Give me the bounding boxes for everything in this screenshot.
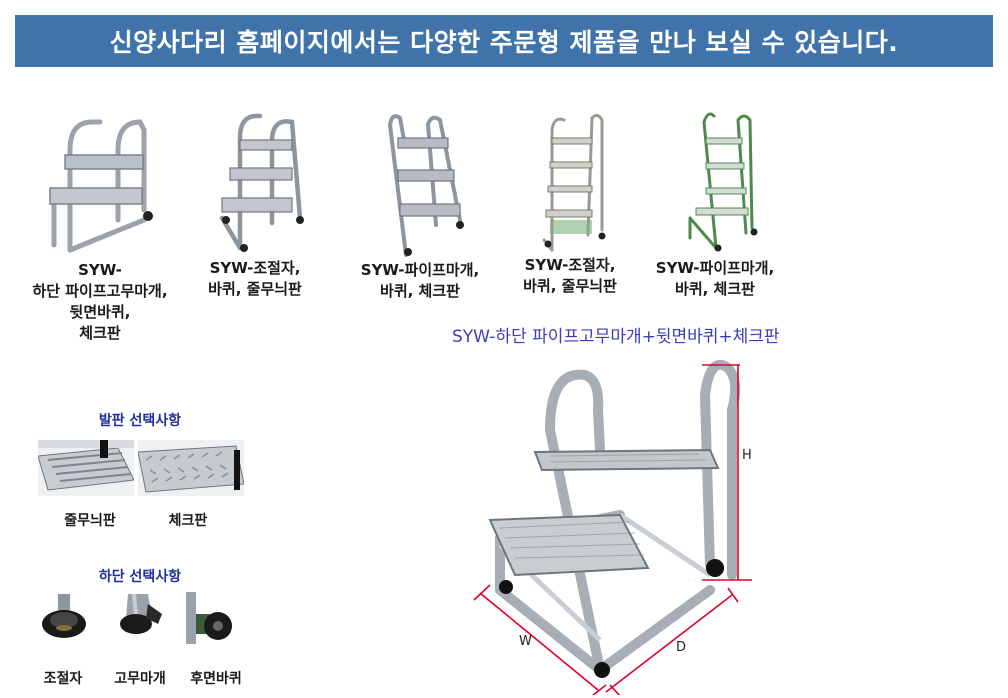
caption-line: SYW-조절자, — [209, 259, 301, 277]
main-product-title: SYW-하단 파이프고무마개+뒷면바퀴+체크판 — [452, 327, 780, 347]
dimension-height-label: H — [742, 448, 752, 463]
product-caption-1: SYW- 하단 파이프고무마개, 뒷면바퀴, 체크판 — [20, 260, 180, 344]
header-banner: 신양사다리 홈페이지에서는 다양한 주문형 제품을 만나 보실 수 있습니다. — [15, 15, 993, 67]
caption-line: 바퀴, 줄무늬판 — [523, 277, 617, 295]
product-card-2[interactable]: SYW-조절자, 바퀴, 줄무늬판 — [190, 108, 320, 300]
bottom-option-rubber-cap-label: 고무마개 — [114, 671, 166, 687]
product-caption-2: SYW-조절자, 바퀴, 줄무늬판 — [190, 258, 320, 300]
bottom-option-adjuster-label: 조절자 — [43, 671, 83, 687]
caption-line: 체크판 — [79, 324, 121, 342]
bottom-option-adjuster-image[interactable] — [38, 594, 90, 646]
product-image-1 — [49, 119, 153, 253]
step-option-check-label: 체크판 — [168, 513, 208, 529]
bottom-option-rubber-cap-image[interactable] — [114, 594, 166, 640]
rubber-cap-icon — [120, 594, 162, 634]
striped-plate-icon — [38, 440, 134, 491]
check-plate-icon — [138, 445, 244, 493]
bottom-options-title: 하단 선택사항 — [98, 569, 182, 585]
main-product-image — [473, 359, 752, 695]
step-option-striped-image[interactable] — [38, 440, 134, 496]
product-image-3 — [387, 114, 464, 257]
step-options-title: 발판 선택사항 — [98, 413, 182, 429]
product-image-4 — [542, 113, 606, 252]
step-option-check-image[interactable] — [138, 440, 244, 496]
rear-wheel-icon — [186, 592, 232, 644]
caption-line: 뒷면바퀴, — [69, 303, 131, 321]
caption-line: SYW-파이프마개, — [655, 259, 775, 277]
caption-line: 바퀴, 체크판 — [380, 282, 460, 300]
step-option-striped-label: 줄무늬판 — [64, 513, 116, 529]
product-card-3[interactable]: SYW-파이프마개, 바퀴, 체크판 — [345, 110, 495, 302]
product-caption-5: SYW-파이프마개, 바퀴, 체크판 — [640, 258, 790, 300]
product-image-5 — [688, 112, 758, 252]
bottom-option-rear-wheel-label: 후면바퀴 — [190, 671, 242, 687]
caption-line: SYW-조절자, — [524, 256, 616, 274]
caption-line: SYW- — [78, 261, 122, 279]
product-caption-4: SYW-조절자, 바퀴, 줄무늬판 — [505, 255, 635, 297]
bottom-option-rear-wheel-image[interactable] — [184, 592, 236, 644]
adjuster-foot-icon — [42, 594, 86, 638]
caption-line: 바퀴, 체크판 — [675, 280, 755, 298]
product-image-2 — [219, 113, 304, 252]
caption-line: SYW-파이프마개, — [360, 261, 480, 279]
product-card-4[interactable]: SYW-조절자, 바퀴, 줄무늬판 — [505, 110, 635, 297]
dimension-width-label: W — [519, 634, 532, 649]
caption-line: 바퀴, 줄무늬판 — [208, 280, 302, 298]
dimension-depth-label: D — [676, 640, 687, 655]
product-caption-3: SYW-파이프마개, 바퀴, 체크판 — [345, 260, 495, 302]
product-card-1[interactable]: SYW- 하단 파이프고무마개, 뒷면바퀴, 체크판 — [20, 110, 180, 344]
banner-text: 신양사다리 홈페이지에서는 다양한 주문형 제품을 만나 보실 수 있습니다. — [109, 28, 899, 57]
product-card-5[interactable]: SYW-파이프마개, 바퀴, 체크판 — [640, 108, 790, 300]
caption-line: 하단 파이프고무마개, — [32, 282, 168, 300]
